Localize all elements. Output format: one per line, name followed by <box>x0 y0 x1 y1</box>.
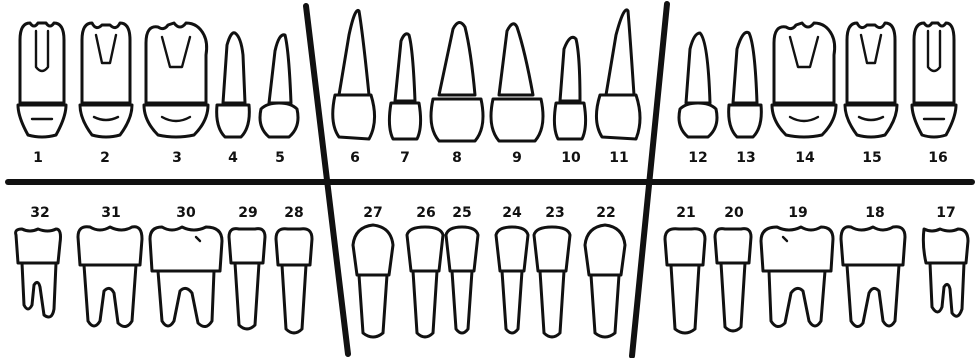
tooth-19 <box>761 227 833 327</box>
tooth-24 <box>496 227 528 333</box>
tooth-21 <box>665 229 705 333</box>
tooth-number-6: 6 <box>350 150 360 166</box>
tooth-17 <box>923 229 968 316</box>
tooth-number-15: 15 <box>862 150 881 166</box>
tooth-number-9: 9 <box>512 150 522 166</box>
tooth-number-26: 26 <box>416 205 435 221</box>
tooth-30 <box>150 227 222 327</box>
tooth-number-27: 27 <box>363 205 382 221</box>
tooth-32 <box>16 229 61 317</box>
tooth-2 <box>80 23 132 137</box>
tooth-6 <box>333 11 375 140</box>
tooth-11 <box>596 10 640 139</box>
tooth-23 <box>534 227 570 337</box>
tooth-number-4: 4 <box>228 150 238 166</box>
tooth-number-31: 31 <box>101 205 120 221</box>
tooth-number-16: 16 <box>928 150 947 166</box>
tooth-5 <box>260 35 298 137</box>
tooth-31 <box>78 227 142 327</box>
tooth-20 <box>715 229 751 331</box>
tooth-3 <box>144 23 208 137</box>
tooth-number-12: 12 <box>688 150 707 166</box>
tooth-10 <box>554 37 585 139</box>
tooth-number-18: 18 <box>865 205 884 221</box>
tooth-number-11: 11 <box>609 150 628 166</box>
tooth-15 <box>845 23 897 137</box>
tooth-number-32: 32 <box>30 205 49 221</box>
tooth-number-20: 20 <box>724 205 744 221</box>
tooth-16 <box>912 23 956 137</box>
tooth-number-7: 7 <box>400 150 410 166</box>
tooth-4 <box>217 33 250 137</box>
tooth-25 <box>446 227 478 333</box>
tooth-number-25: 25 <box>452 205 471 221</box>
upper-number-labels: 1 2 3 4 5 6 7 8 9 10 11 12 13 14 15 16 <box>33 150 948 166</box>
tooth-number-17: 17 <box>936 205 955 221</box>
tooth-18 <box>841 227 905 327</box>
tooth-number-24: 24 <box>502 205 522 221</box>
tooth-8 <box>431 22 483 141</box>
tooth-9 <box>491 24 543 141</box>
tooth-7 <box>389 34 420 139</box>
tooth-number-28: 28 <box>284 205 303 221</box>
tooth-number-1: 1 <box>33 150 43 166</box>
tooth-number-30: 30 <box>176 205 196 221</box>
tooth-22 <box>585 225 625 337</box>
tooth-number-5: 5 <box>275 150 285 166</box>
lower-number-labels: 32 31 30 29 28 27 26 25 24 23 22 21 20 1… <box>30 205 955 221</box>
tooth-number-3: 3 <box>172 150 182 166</box>
tooth-27 <box>353 225 393 337</box>
tooth-number-2: 2 <box>100 150 110 166</box>
tooth-number-23: 23 <box>545 205 564 221</box>
tooth-number-14: 14 <box>795 150 815 166</box>
tooth-number-8: 8 <box>452 150 462 166</box>
tooth-14 <box>772 23 836 137</box>
tooth-number-13: 13 <box>736 150 755 166</box>
tooth-number-19: 19 <box>788 205 807 221</box>
tooth-number-22: 22 <box>596 205 615 221</box>
tooth-12 <box>679 33 717 137</box>
tooth-13 <box>729 32 762 137</box>
tooth-28 <box>276 229 312 333</box>
tooth-number-21: 21 <box>676 205 695 221</box>
tooth-number-10: 10 <box>561 150 581 166</box>
tooth-26 <box>407 227 443 337</box>
tooth-number-29: 29 <box>238 205 257 221</box>
tooth-29 <box>229 229 265 329</box>
tooth-1 <box>18 23 66 137</box>
